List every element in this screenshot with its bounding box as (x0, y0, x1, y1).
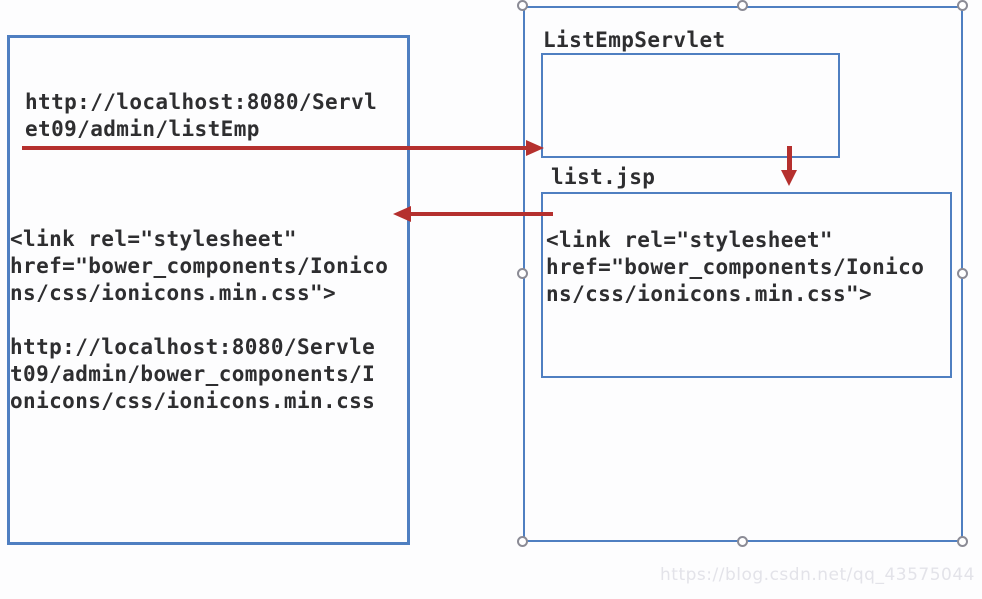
request-arrow-line (22, 146, 530, 150)
request-url-text: http://localhost:8080/Servl et09/admin/l… (25, 90, 378, 141)
response-arrow-head-left-icon (393, 206, 411, 222)
resize-handle-top-right[interactable] (957, 0, 968, 11)
forward-arrow-line (787, 146, 792, 172)
browser-box[interactable] (7, 35, 410, 545)
response-arrow-line (406, 212, 553, 216)
jsp-link-tag-text: <link rel="stylesheet" href="bower_compo… (546, 228, 925, 306)
resize-handle-bottom-center[interactable] (737, 536, 748, 547)
request-arrow-head-right-icon (526, 140, 544, 156)
link-tag-and-resolved-url-text: <link rel="stylesheet" href="bower_compo… (10, 227, 389, 413)
forward-arrow-head-down-icon (781, 170, 797, 186)
resize-handle-middle-right[interactable] (957, 268, 968, 279)
servlet-box-label: ListEmpServlet (543, 28, 726, 52)
resize-handle-top-left[interactable] (517, 0, 528, 11)
jsp-box-label: list.jsp (551, 165, 656, 189)
resize-handle-bottom-right[interactable] (957, 536, 968, 547)
resize-handle-bottom-left[interactable] (517, 536, 528, 547)
resize-handle-middle-left[interactable] (517, 268, 528, 279)
servlet-box[interactable] (541, 53, 840, 158)
jsp-box[interactable] (541, 192, 952, 378)
resize-handle-top-center[interactable] (737, 0, 748, 11)
csdn-watermark: https://blog.csdn.net/qq_43575044 (660, 565, 975, 585)
